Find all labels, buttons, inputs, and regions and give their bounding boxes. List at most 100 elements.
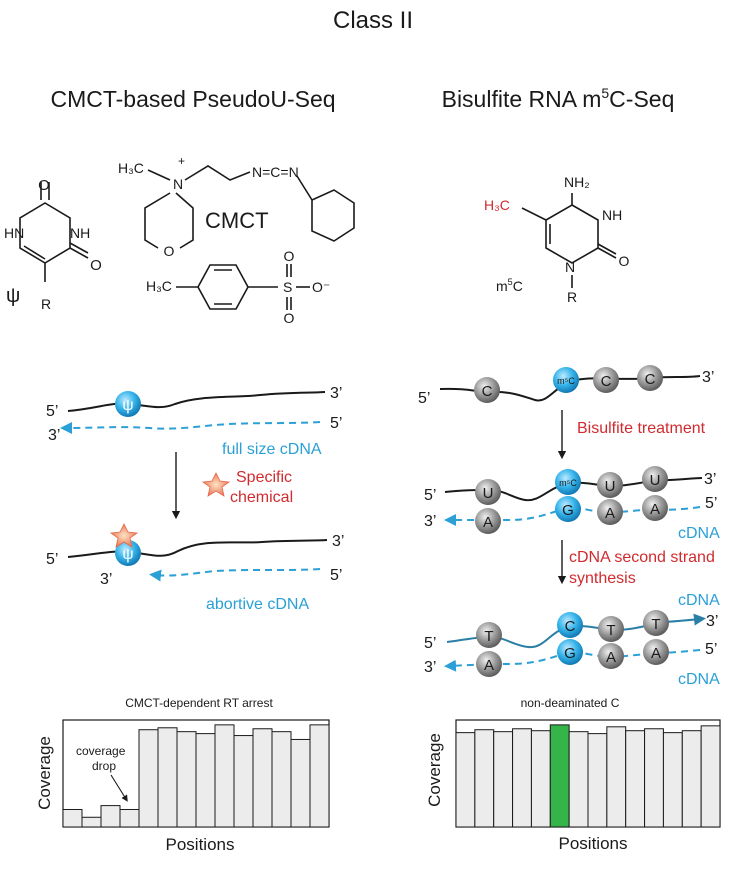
- m5c-nh2: NH₂: [564, 174, 590, 190]
- row3-cdna-5-prime: 5’: [705, 641, 717, 658]
- row3-cdna-bottom: cDNA: [678, 671, 720, 688]
- row2-top-base-3: [597, 472, 623, 498]
- left-chart-bar-3: [100, 805, 121, 828]
- specific-label: Specific: [236, 469, 292, 486]
- right-chart-bar-4: [512, 728, 532, 828]
- left-chart-bar-2: [81, 816, 102, 828]
- cdna-bottom-5-prime: 5’: [330, 567, 342, 584]
- row3-3-prime: 3’: [706, 613, 718, 630]
- row3-top-base-2: [557, 612, 583, 638]
- left-chart-bar-14: [309, 724, 330, 828]
- row2-bottom-base-3: [597, 499, 623, 525]
- m5c-label: m5C: [496, 277, 523, 294]
- row1-base-1-label: C: [482, 383, 493, 400]
- row3-cdna-3-prime: 3’: [424, 659, 436, 676]
- left-heading: CMCT-based PseudoU-Seq: [50, 86, 335, 112]
- m5c-r: R: [567, 289, 577, 305]
- right-chart-bar-8: [587, 733, 608, 828]
- tosyl-o-minus: O⁻: [312, 279, 330, 295]
- row2-bottom-base-2-label: G: [562, 502, 574, 519]
- row2-bottom-base-2: [555, 496, 581, 522]
- left-strand-top: ψ 5’ 3’ 5’ 3’ full size cDNA: [46, 385, 342, 458]
- m5c-o: O: [619, 253, 630, 269]
- row2-top-base-4-label: U: [650, 472, 661, 489]
- right-row2: 5’ 3’ 5’ 3’ U m⁵C U U A G A A cDNA: [424, 466, 720, 542]
- row3-top-base-3-label: T: [606, 622, 615, 639]
- cmct-h3c: H₃C: [118, 160, 144, 176]
- right-row1: 5’ 3’ C m⁵C C C: [418, 365, 714, 407]
- right-heading-pre: Bisulfite RNA m: [442, 86, 602, 112]
- row2-cdna-3-prime: 3’: [424, 513, 436, 530]
- left-chart-annotation-arrow: [110, 774, 128, 802]
- row3-top-base-1: [476, 622, 502, 648]
- bisulfite-label: Bisulfite treatment: [577, 420, 706, 437]
- cmct-carbodiimide: N=C=N: [252, 164, 299, 180]
- row2-cdna-label: cDNA: [678, 525, 720, 542]
- right-chart-bar-13: [681, 730, 702, 828]
- left-chart-bars: [62, 724, 330, 828]
- right-chart-bar-3: [493, 731, 514, 828]
- row3-top-base-2-label: C: [565, 618, 576, 635]
- row2-bottom-base-1: [475, 508, 501, 534]
- row3-bottom-base-2-label: G: [564, 645, 576, 662]
- row3-bottom-base-2: [557, 639, 583, 665]
- right-heading-post: C-Seq: [609, 86, 674, 112]
- right-chart-bar-12: [662, 732, 683, 828]
- row2-top-base-2: [555, 469, 581, 495]
- full-size-cdna: full size cDNA: [222, 441, 322, 458]
- strand-bottom-3-prime: 3’: [332, 533, 344, 550]
- row2-top-base-2-label: m⁵C: [559, 478, 577, 488]
- row1-base-4-label: C: [645, 371, 656, 388]
- m5c-label-pre: m: [496, 278, 508, 294]
- m5c-label-sup: 5: [508, 277, 513, 287]
- psi-ball-top-label: ψ: [122, 397, 133, 414]
- second-strand-label-1: cDNA second strand: [569, 549, 715, 566]
- row2-top-base-3-label: U: [605, 478, 616, 495]
- row1-3-prime: 3’: [702, 369, 714, 386]
- row3-cdna-top: cDNA: [678, 592, 720, 609]
- left-chart-bar-5: [138, 729, 159, 828]
- tosyl-h3c: H₃C: [146, 278, 172, 294]
- left-chart-bar-6: [157, 727, 178, 828]
- m5c-structure: NH₂ H₃C NH N O R m5C: [484, 174, 630, 305]
- strand-bottom-5-prime: 5’: [46, 551, 58, 568]
- row2-5-prime: 5’: [424, 487, 436, 504]
- right-chart-xlabel: Positions: [559, 834, 628, 853]
- psi-r: R: [41, 296, 51, 312]
- cmct-label: CMCT: [205, 208, 269, 233]
- row1-base-1: [474, 377, 500, 403]
- row2-top-base-4: [642, 466, 668, 492]
- cmct-adduct-star: [109, 523, 139, 548]
- tosyl-o-top: O: [284, 248, 295, 264]
- cmct-structure: H₃C N + O N=C=N CMCT H₃C S O O O⁻: [118, 154, 355, 326]
- right-chart-bar-7: [568, 731, 589, 828]
- row3-top-base-3: [598, 616, 624, 642]
- left-chart-bar-12: [271, 731, 292, 828]
- left-chart-bar-7: [176, 731, 197, 828]
- strand-top-3-prime: 3’: [330, 385, 342, 402]
- strand-top-5-prime: 5’: [46, 403, 58, 420]
- left-chart-bar-11: [252, 728, 273, 828]
- abortive-cdna: abortive cDNA: [206, 596, 309, 613]
- left-chart-annotation-2: drop: [92, 759, 116, 773]
- right-chart-bar-9: [606, 726, 627, 828]
- row3-top-base-1-label: T: [484, 628, 493, 645]
- cdna-bottom-3-prime: 3’: [100, 571, 112, 588]
- left-chart-ylabel: Coverage: [35, 736, 54, 810]
- psi-hn: HN: [4, 225, 24, 241]
- left-chart-bar-9: [214, 724, 235, 828]
- left-chart-bar-13: [290, 738, 311, 828]
- row1-base-3-label: C: [601, 373, 612, 390]
- row2-cdna-5-prime: 5’: [705, 495, 717, 512]
- psi-ball-bottom-label: ψ: [122, 546, 133, 563]
- row2-top-base-1: [475, 479, 501, 505]
- left-chart-bar-4: [119, 808, 140, 828]
- psi-ball-top: [115, 391, 141, 417]
- m5c-nh: NH: [602, 207, 622, 223]
- specific-chemical-star: [201, 472, 231, 497]
- right-chart-bars: [455, 724, 721, 828]
- second-strand-label-2: synthesis: [569, 570, 636, 587]
- cdna-top-3-prime: 3’: [48, 427, 60, 444]
- row3-5-prime: 5’: [424, 635, 436, 652]
- right-chart-bar-10: [625, 730, 646, 828]
